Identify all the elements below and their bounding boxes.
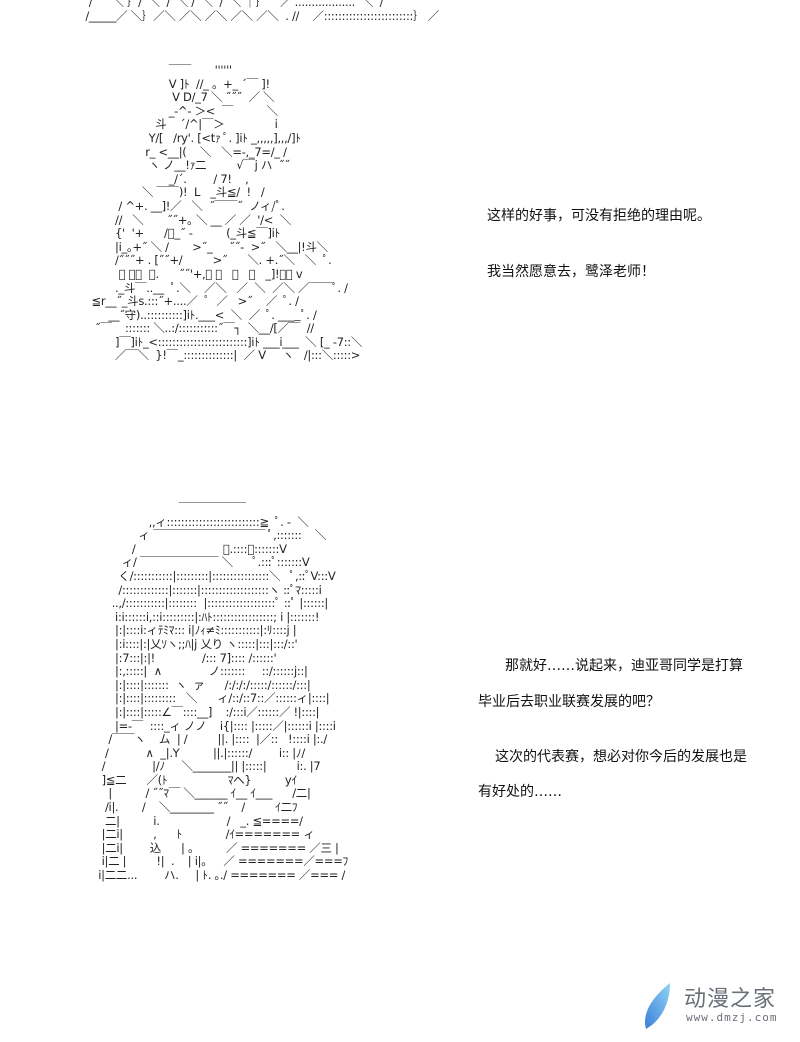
ascii-art-top-strip: / ＼ ｝/ ＼ / ＼ / ＼ / ＼ ｜｝ ／ ..............…: [85, 0, 439, 23]
ascii-art-figure-one: ￣￣ '''''' V ]ﾄ //_ 。+_ ´￣ ]! V D/_7 ＼ ˝˝…: [91, 63, 363, 363]
watermark-url: www.dmzj.com: [686, 1011, 778, 1024]
dialogue-line: 有好处的……: [478, 784, 562, 800]
dmzj-watermark: 动漫之家 www.dmzj.com: [640, 975, 800, 1035]
dialogue-line: 这样的好事，可没有拒绝的理由呢。: [487, 208, 711, 224]
watermark-title: 动漫之家: [684, 987, 777, 1012]
dialogue-line: 我当然愿意去，鹭泽老师！: [487, 264, 655, 280]
feather-logo-icon: [645, 983, 670, 1029]
ascii-art-figure-two: ￣￣￣￣￣￣ ,,ィ::::::::::::::::::::::::::≧ ﾟ.…: [98, 501, 348, 883]
dialogue-line: 那就好……说起来，迪亚哥同学是打算: [505, 658, 743, 674]
dialogue-line: 毕业后去职业联赛发展的吧？: [478, 694, 660, 710]
dialogue-line: 这次的代表赛，想必对你今后的发展也是: [495, 749, 747, 765]
